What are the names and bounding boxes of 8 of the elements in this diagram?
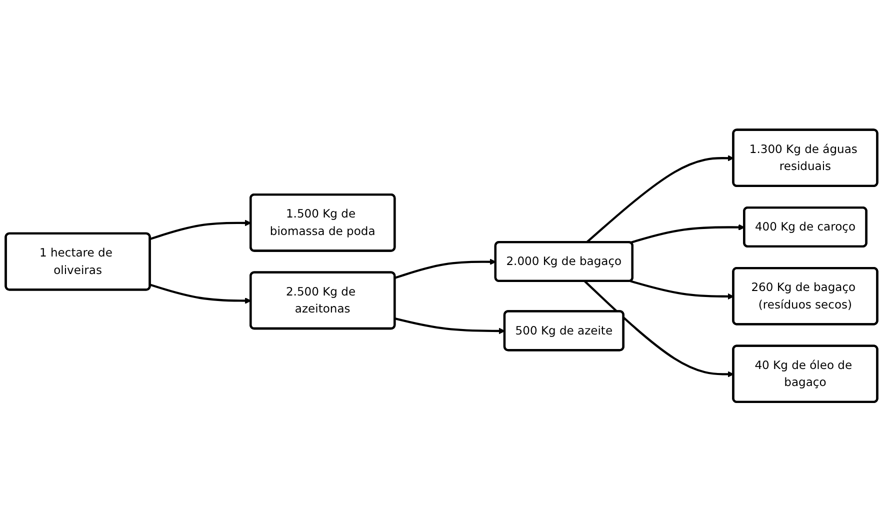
arrow	[394, 258, 496, 280]
arrow	[586, 155, 734, 244]
arrow	[150, 284, 252, 304]
arrow	[394, 318, 506, 334]
arrow	[150, 220, 252, 240]
arrow	[630, 224, 745, 244]
arrow	[630, 280, 734, 300]
arrow	[584, 280, 734, 378]
